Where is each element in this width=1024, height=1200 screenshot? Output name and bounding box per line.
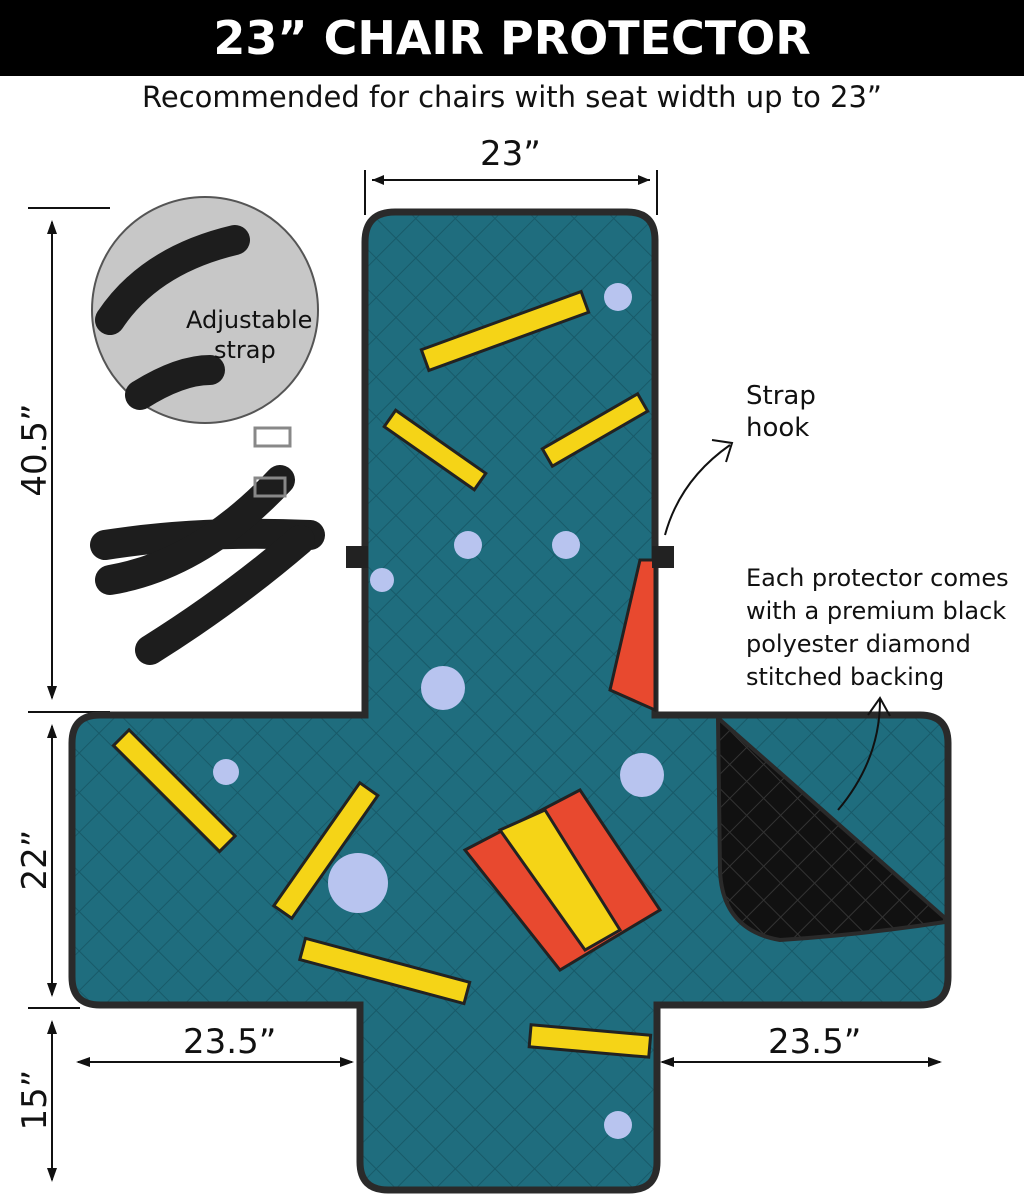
page-title: 23” CHAIR PROTECTOR [213, 11, 811, 65]
backing-callout-line2: with a premium black [746, 597, 1007, 625]
backing-callout-line1: Each protector comes [746, 564, 1009, 592]
strap-inset [91, 196, 319, 424]
front-drop-label: 15” [15, 1069, 55, 1131]
backing-callout-line3: polyester diamond [746, 630, 971, 658]
back-height-label: 40.5” [15, 403, 55, 497]
strap-callout-line1: Adjustable [186, 306, 313, 334]
protector-shape [68, 208, 952, 1194]
title-bar: 23” CHAIR PROTECTOR [0, 0, 1024, 76]
strap-hook-right [652, 546, 674, 568]
strap-callout-line2: strap [214, 336, 276, 364]
strap-hook-left [346, 546, 368, 568]
subtitle: Recommended for chairs with seat width u… [142, 80, 882, 114]
left-arm-label: 23.5” [183, 1022, 277, 1062]
hook-callout-line1: Strap [746, 381, 816, 411]
hook-callout-line2: hook [746, 413, 810, 443]
black-backing-flap [715, 713, 947, 943]
top-width-label: 23” [480, 134, 541, 174]
right-arm-label: 23.5” [768, 1022, 862, 1062]
backing-callout-line4: stitched backing [746, 663, 945, 691]
seat-depth-label: 22” [15, 829, 55, 891]
